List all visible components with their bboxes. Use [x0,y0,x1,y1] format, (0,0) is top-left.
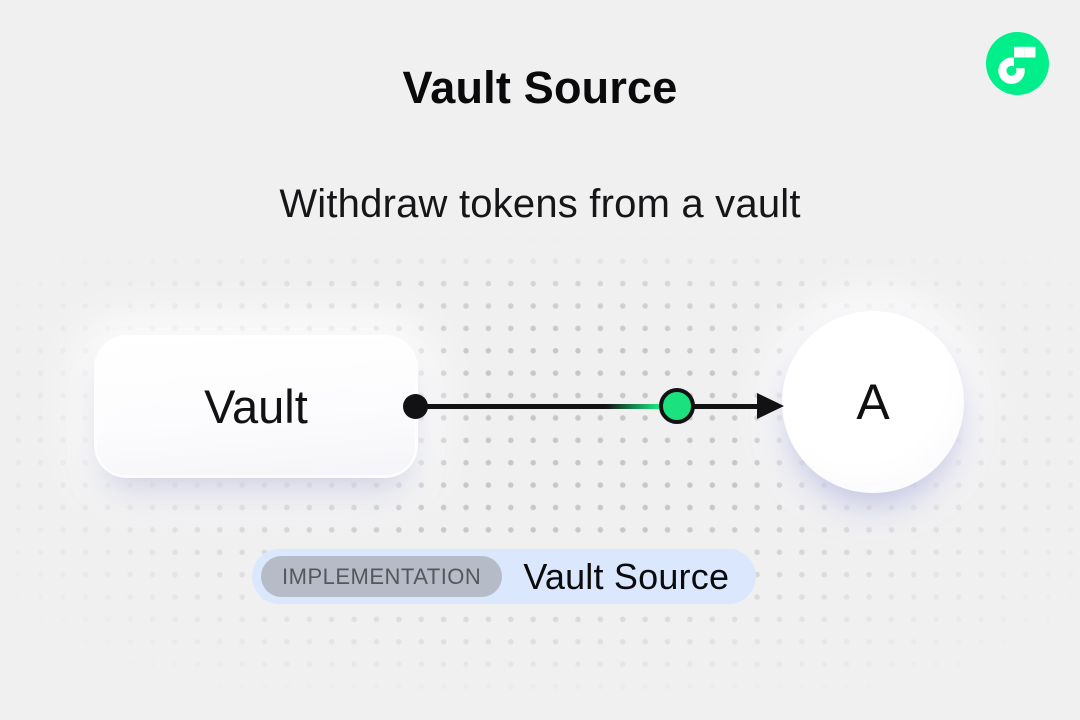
page-subtitle: Withdraw tokens from a vault [279,182,801,226]
implementation-tag: IMPLEMENTATION [261,556,503,597]
vault-node: Vault [97,338,415,475]
account-node: A [782,311,964,493]
connector-line-green-gradient [606,403,662,409]
account-node-label: A [856,374,890,430]
implementation-badge: IMPLEMENTATION Vault Source [252,549,757,604]
arrowhead-icon [757,392,784,419]
connector-start-dot [403,394,428,419]
token-dot-icon [659,388,695,424]
connector-line [415,403,763,409]
vault-node-label: Vault [204,380,308,433]
page-title: Vault Source [402,62,678,113]
flow-logo-icon [986,32,1049,95]
implementation-badge-title: Vault Source [523,555,730,597]
